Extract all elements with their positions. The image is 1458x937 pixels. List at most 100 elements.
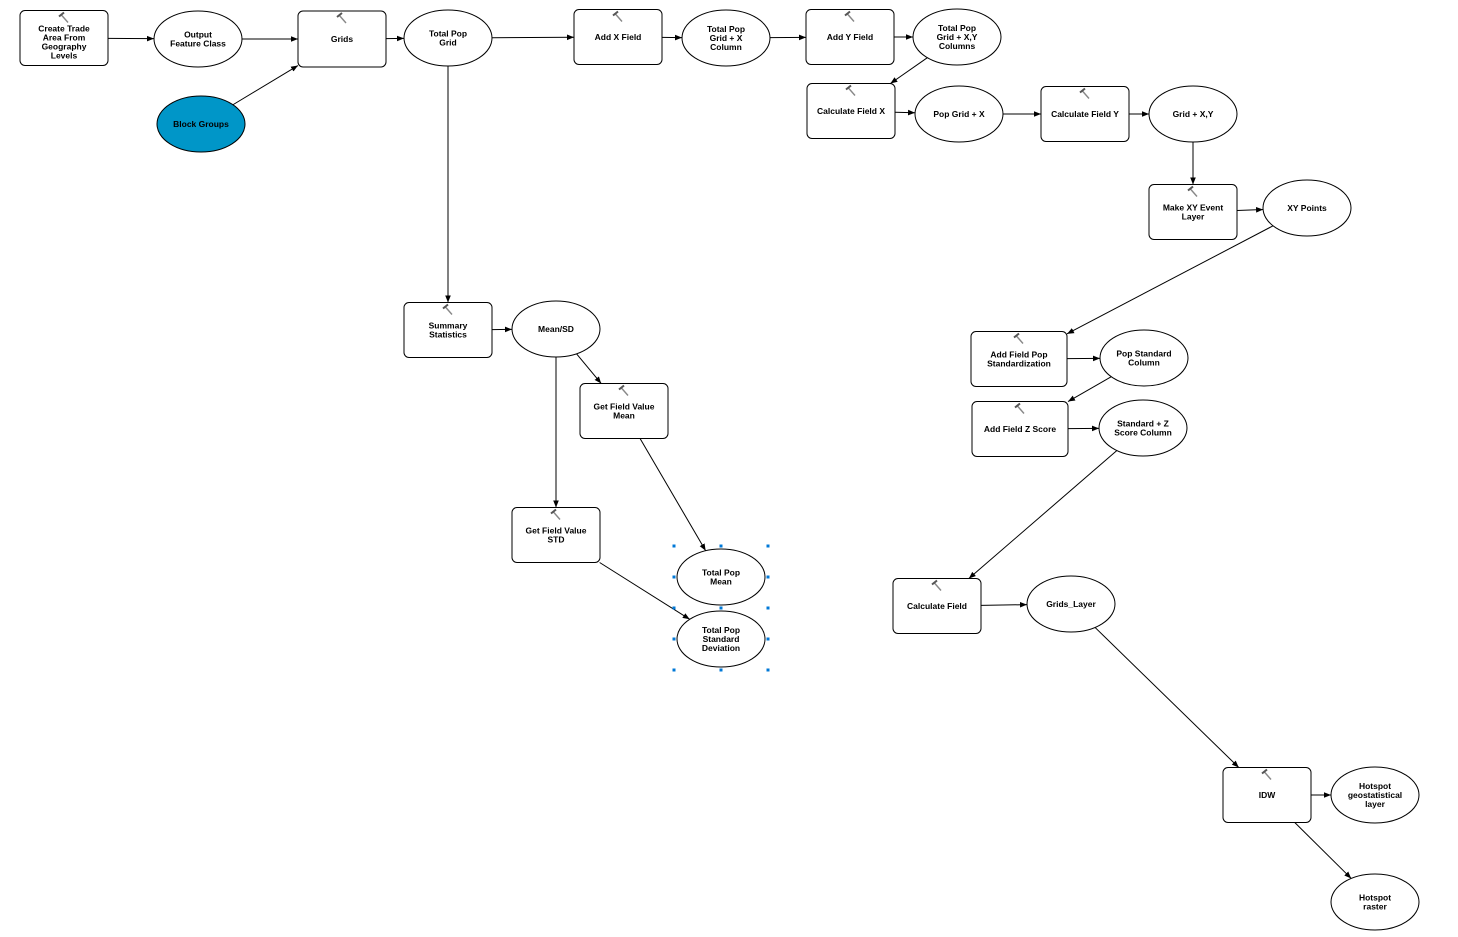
tool-box — [573, 9, 663, 65]
hammer-icon — [612, 10, 623, 22]
connector-layer — [107, 34, 1352, 879]
output-data-ellipse — [681, 9, 771, 67]
data-node-e2[interactable]: Block Groups — [156, 95, 246, 153]
node-label: Add Y Field — [827, 32, 873, 42]
tool-box — [511, 507, 601, 563]
tool-node-t3[interactable]: Add X Field — [573, 9, 663, 65]
node-label: Make XY Event — [1163, 203, 1223, 213]
selection-handle[interactable] — [672, 575, 676, 579]
node-label: geostatistical — [1348, 790, 1402, 800]
output-data-ellipse — [1262, 179, 1352, 237]
connector-t14-e16[interactable] — [1294, 822, 1352, 879]
node-label: Calculate Field — [907, 601, 967, 611]
tool-node-t14[interactable]: IDW — [1222, 767, 1312, 823]
selection-handle[interactable] — [766, 668, 770, 672]
output-data-ellipse — [912, 8, 1002, 66]
connector-e9-t9[interactable] — [576, 353, 602, 384]
node-label: Geography — [42, 42, 87, 52]
tool-node-t12[interactable]: Add Field Z Score — [971, 401, 1069, 457]
selection-handle[interactable] — [766, 606, 770, 610]
selection-handle[interactable] — [672, 606, 676, 610]
connector-e12-t12[interactable] — [1067, 376, 1112, 402]
selection-handle[interactable] — [766, 544, 770, 548]
data-node-e7[interactable]: Grid + X,Y — [1148, 85, 1238, 143]
connector-e8-t11[interactable] — [1066, 225, 1274, 335]
tool-box — [971, 401, 1069, 457]
data-node-e8[interactable]: XY Points — [1262, 179, 1352, 237]
connector-t5-e6[interactable] — [894, 109, 916, 116]
tool-node-t5[interactable]: Calculate Field X — [806, 83, 896, 139]
tool-node-t6[interactable]: Calculate Field Y — [1040, 86, 1130, 142]
connector-t13-e14[interactable] — [980, 601, 1028, 608]
connector-t10-e11[interactable] — [599, 562, 691, 620]
selection-handle[interactable] — [672, 544, 676, 548]
tool-box — [806, 83, 896, 139]
node-label: Score Column — [1114, 428, 1172, 438]
node-label: Mean — [613, 411, 635, 421]
node-label: Summary — [429, 321, 468, 331]
node-label: Create Trade — [38, 24, 90, 34]
node-label: Hotspot — [1359, 781, 1391, 791]
node-label: Block Groups — [173, 119, 229, 129]
node-label: Total Pop — [938, 23, 976, 33]
connector-e13-t13[interactable] — [968, 450, 1118, 579]
node-label: Standardization — [987, 359, 1051, 369]
node-label: Mean — [710, 577, 732, 587]
node-label: Add X Field — [595, 32, 642, 42]
hammer-icon — [1014, 402, 1025, 414]
node-label: Grid + X,Y — [1173, 109, 1214, 119]
output-data-ellipse — [1098, 399, 1188, 457]
selection-handle[interactable] — [766, 575, 770, 579]
node-label: Calculate Field X — [817, 106, 885, 116]
hammer-icon — [550, 508, 561, 520]
hammer-icon — [442, 303, 453, 315]
data-node-e14[interactable]: Grids_Layer — [1026, 575, 1116, 633]
output-data-ellipse — [676, 610, 766, 668]
connector-e14-t14[interactable] — [1094, 627, 1240, 768]
hammer-icon — [931, 579, 942, 591]
connector-e5-t5[interactable] — [890, 57, 928, 84]
tool-node-t4[interactable]: Add Y Field — [805, 9, 895, 65]
connector-e2-t2[interactable] — [232, 65, 299, 106]
tool-box — [805, 9, 895, 65]
output-data-ellipse — [1330, 766, 1420, 824]
selection-handle[interactable] — [672, 637, 676, 641]
output-data-ellipse — [403, 9, 493, 67]
selection-handle[interactable] — [766, 637, 770, 641]
connector-t7-e8[interactable] — [1236, 206, 1264, 213]
node-label: Calculate Field Y — [1051, 109, 1119, 119]
connector-t9-e10[interactable] — [639, 438, 707, 552]
node-label: Feature Class — [170, 39, 226, 49]
selection-handle[interactable] — [719, 668, 723, 672]
data-node-e6[interactable]: Pop Grid + X — [914, 85, 1004, 143]
output-data-ellipse — [1330, 873, 1420, 931]
tool-box — [1040, 86, 1130, 142]
tool-box — [403, 302, 493, 358]
node-label: Standard + Z — [1117, 419, 1169, 429]
selection-handle[interactable] — [719, 606, 723, 610]
tool-node-t13[interactable]: Calculate Field — [892, 578, 982, 634]
node-label: Add Field Pop — [990, 350, 1047, 360]
tool-node-t2[interactable]: Grids — [297, 10, 387, 68]
selection-handle[interactable] — [719, 544, 723, 548]
data-node-e9[interactable]: Mean/SD — [511, 300, 601, 358]
selection-handle[interactable] — [672, 668, 676, 672]
